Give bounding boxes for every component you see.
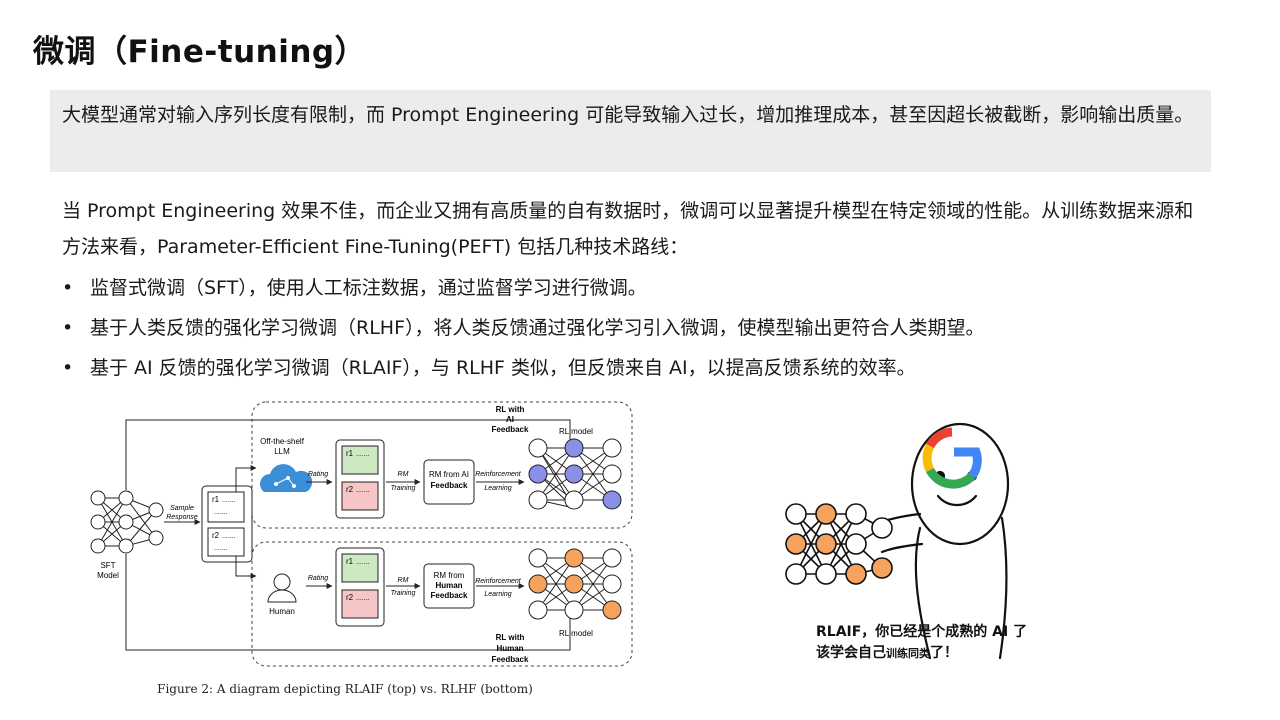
- rm-human-box: [423, 563, 475, 609]
- sft-network: [90, 490, 164, 554]
- sample-r2-dots-2: .......: [214, 545, 228, 552]
- bullet-text: 监督式微调（SFT），使用人工标注数据，通过监督学习进行微调。: [90, 277, 647, 299]
- rl-label-bottom-1: Reinforcement: [475, 578, 522, 585]
- rm-ai-label-2: Feedback: [431, 481, 468, 490]
- google-g-icon: [922, 427, 982, 489]
- intro-text: 大模型通常对输入序列长度有限制，而 Prompt Engineering 可能导…: [62, 104, 1194, 126]
- figure-caption: Figure 2: A diagram depicting RLAIF (top…: [157, 682, 533, 696]
- sample-r2-dots: .......: [222, 533, 236, 540]
- meme-caption-line1: RLAIF，你已经是个成熟的 AI 了: [816, 624, 1028, 640]
- bullet-item-rlaif: • 基于 AI 反馈的强化学习微调（RLAIF），与 RLHF 类似，但反馈来自 …: [62, 348, 1212, 388]
- human-icon: [267, 573, 297, 603]
- human-label: Human: [269, 607, 295, 616]
- meme-caption-part-c: 了！: [930, 645, 958, 661]
- slide-title: 微调（Fine-tuning）: [33, 34, 367, 70]
- bullet-text: 基于 AI 反馈的强化学习微调（RLAIF），与 RLHF 类似，但反馈来自 A…: [90, 357, 916, 379]
- bottom-r2-dots: .......: [356, 595, 370, 602]
- rm-human-label-1: RM from: [434, 571, 465, 580]
- rl-ai-feedback-2: AI: [506, 415, 514, 424]
- sft-to-rl-bottom-line: [125, 554, 573, 651]
- rl-ai-feedback-1: RL with: [496, 405, 525, 414]
- rm-human-label-2: Human: [435, 581, 462, 590]
- rlhf-group-box: [251, 541, 633, 667]
- rm-ai-box: [423, 459, 475, 505]
- bullet-dot: •: [62, 357, 74, 379]
- rlaif-vs-rlhf-diagram: SFT Model Sample Response r1 ....... ...…: [90, 401, 633, 667]
- bullet-text: 基于人类反馈的强化学习微调（RLHF），将人类反馈通过强化学习引入微调，使模型输…: [90, 317, 985, 339]
- bullet-dot: •: [62, 317, 74, 339]
- rating-label-bottom: Rating: [308, 575, 328, 582]
- rl-label-top-2: Learning: [484, 485, 511, 492]
- sample-r1-label: r1: [212, 495, 220, 504]
- bullet-item-rlhf: • 基于人类反馈的强化学习微调（RLHF），将人类反馈通过强化学习引入微调，使模型…: [62, 308, 1212, 348]
- meme-caption-part-a: 该学会自己: [816, 645, 886, 661]
- meme-neural-net: [785, 503, 893, 585]
- rl-human-feedback-3: Feedback: [492, 655, 529, 664]
- meme-caption-part-b: 训练同类: [886, 647, 930, 660]
- llm-label-1: Off-the-shelf: [260, 437, 305, 446]
- rm-training-top-1: RM: [398, 471, 409, 478]
- rlaif-meme-image: [770, 418, 1042, 662]
- rm-training-top-2: Training: [391, 485, 416, 492]
- sft-label-1: SFT: [100, 561, 115, 570]
- sample-label-1: Sample: [170, 505, 194, 512]
- bullet-list: • 监督式微调（SFT），使用人工标注数据，通过监督学习进行微调。 • 基于人类反馈…: [62, 268, 1212, 388]
- cloud-icon: [260, 464, 313, 492]
- rl-model-top-label: RL model: [559, 427, 593, 436]
- bullet-dot: •: [62, 277, 74, 299]
- rl-network-human: [528, 548, 622, 620]
- rm-ai-label-1: RM from AI: [429, 470, 469, 479]
- sft-to-rl-top-line: [125, 419, 573, 490]
- rl-network-ai: [528, 438, 622, 510]
- top-r1-label: r1: [346, 449, 354, 458]
- rl-human-feedback-2: Human: [496, 644, 523, 653]
- rm-human-label-3: Feedback: [431, 591, 468, 600]
- intro-callout: 大模型通常对输入序列长度有限制，而 Prompt Engineering 可能导…: [50, 90, 1211, 172]
- rlaif-group-box: [251, 401, 633, 529]
- bottom-r1-label: r1: [346, 557, 354, 566]
- rl-label-bottom-2: Learning: [484, 591, 511, 598]
- bullet-item-sft: • 监督式微调（SFT），使用人工标注数据，通过监督学习进行微调。: [62, 268, 1212, 308]
- rl-label-top-1: Reinforcement: [475, 471, 522, 478]
- body-paragraph: 当 Prompt Engineering 效果不佳，而企业又拥有高质量的自有数据…: [62, 200, 1194, 258]
- bottom-r2-label: r2: [346, 593, 354, 602]
- rm-training-bottom-1: RM: [398, 577, 409, 584]
- sample-label-2: Response: [166, 514, 198, 521]
- sft-label-2: Model: [97, 571, 119, 580]
- meme-caption-line2: 该学会自己训练同类了！: [816, 642, 958, 662]
- rm-training-bottom-2: Training: [391, 590, 416, 597]
- rl-model-bottom-label: RL model: [559, 629, 593, 638]
- top-r1-dots: .......: [356, 451, 370, 458]
- sample-r2-label: r2: [212, 531, 220, 540]
- rl-ai-feedback-3: Feedback: [492, 425, 529, 434]
- sample-r1-dots: .......: [222, 497, 236, 504]
- top-r2-label: r2: [346, 485, 354, 494]
- bottom-r1-dots: .......: [356, 559, 370, 566]
- sample-r1-dots-2: .......: [214, 509, 228, 516]
- rating-label-top: Rating: [308, 471, 328, 478]
- llm-label-2: LLM: [274, 447, 290, 456]
- rl-human-feedback-1: RL with: [496, 633, 525, 642]
- top-r2-dots: .......: [356, 487, 370, 494]
